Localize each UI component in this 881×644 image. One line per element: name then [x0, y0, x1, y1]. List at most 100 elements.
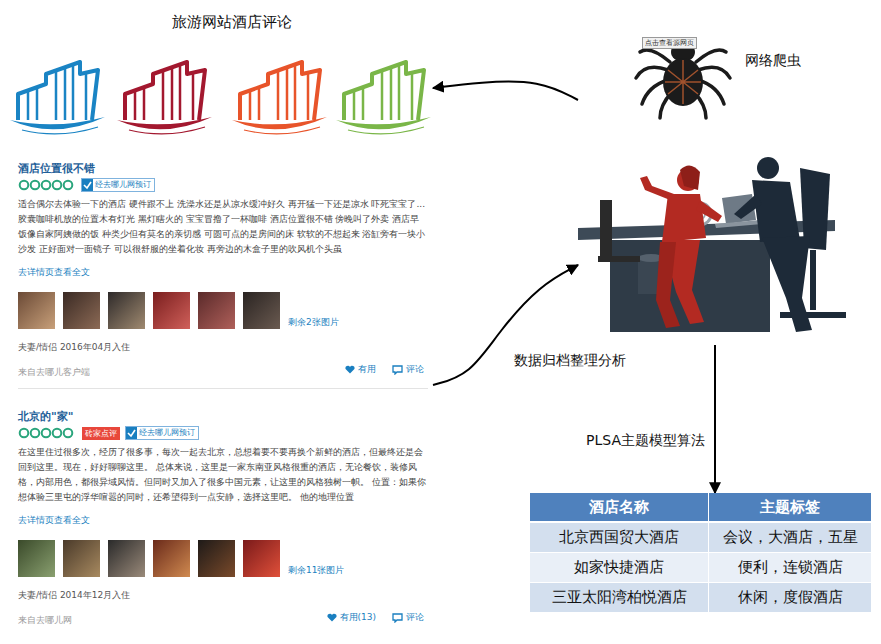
useful-button: 有用(13): [340, 611, 376, 624]
photo-thumbnail: [243, 540, 280, 577]
comment-icon: [392, 613, 403, 623]
star: [20, 181, 29, 190]
review-card: 北京的"家" 砖家点评 经去哪儿网预订在这里住过很多次，经历了很多事，每次一起去北京…: [18, 405, 428, 624]
check-icon: [126, 427, 137, 439]
photo-thumbnail: [153, 292, 190, 329]
review-card: 酒店位置很不错经去哪儿网预订适合偶尔去体验一下的酒店 硬件跟不上 洗澡水还是从凉…: [18, 157, 428, 389]
table-cell: 便利，连锁酒店: [709, 553, 871, 582]
remaining-photos-link: 剩余2张图片: [288, 316, 339, 329]
flow-arrow: [433, 82, 578, 100]
illustration-part: [636, 50, 730, 118]
illustration-part: [810, 250, 816, 310]
rating-stars: [18, 427, 76, 439]
photo-thumbnail: [108, 292, 145, 329]
star: [20, 429, 29, 438]
star: [42, 429, 51, 438]
star: [42, 181, 51, 190]
photo-thumbnail: [18, 540, 55, 577]
illustration-part: [336, 62, 431, 134]
panel-title: 旅游网站酒店评论: [172, 13, 292, 32]
table-cell: 北京西国贸大酒店: [530, 523, 708, 552]
stay-info: 夫妻/情侣 2016年04月入住: [18, 342, 130, 352]
illustration-part: [640, 176, 674, 200]
hotel-logo: [336, 62, 431, 134]
check-icon: [82, 179, 93, 191]
photo-thumbnail: [63, 540, 100, 577]
table-cell: 会议，大酒店，五星: [709, 523, 871, 552]
remaining-photos-link: 剩余11张图片: [288, 564, 344, 577]
edge-label: PLSA主题模型算法: [584, 432, 707, 450]
review-heading: 酒店位置很不错: [18, 162, 95, 175]
booking-tag: 经去哪儿网预订: [95, 179, 151, 191]
rating-stars: [18, 179, 76, 191]
table-header-cell: 酒店名称: [530, 493, 708, 521]
photo-thumbnail: [63, 292, 100, 329]
illustration-part: [752, 180, 800, 242]
star: [31, 181, 40, 190]
illustration-part: [665, 60, 701, 104]
illustration-part: [696, 200, 722, 222]
useful-button: 有用: [358, 363, 376, 376]
review-body: 在这里住过很多次，经历了很多事，每次一起去北京，总想着要不要再换个新鲜的酒店，但…: [18, 445, 428, 505]
illustration-part: [680, 165, 700, 190]
tag-box: 经去哪儿网预订: [81, 178, 155, 192]
illustration-part: [10, 62, 105, 134]
illustration-part: [656, 242, 680, 328]
review-heading: 北京的"家": [18, 410, 73, 423]
illustration-part: [117, 62, 212, 134]
star: [53, 429, 62, 438]
illustration-part: [715, 220, 762, 228]
spider-icon: [636, 42, 730, 118]
review-site-panel: 旅游网站酒店评论酒店位置很不错经去哪儿网预订适合偶尔去体验一下的酒店 硬件跟不上…: [5, 8, 433, 628]
star: [31, 429, 40, 438]
table-header-cell: 主题标签: [709, 493, 871, 521]
table-grid: 酒店名称主题标签北京西国贸大酒店会议，大酒店，五星如家快捷酒店便利，连锁酒店三亚…: [530, 493, 871, 612]
illustration-part: [598, 256, 640, 262]
photo-thumbnail: [243, 292, 280, 329]
illustration-part: [600, 200, 612, 260]
photo-thumbnail: [108, 540, 145, 577]
photo-thumbnail: [18, 292, 55, 329]
table-cell: 休闲，度假酒店: [709, 583, 871, 612]
tag-box: 经去哪儿网预订: [125, 426, 199, 440]
comment-button: 评论: [406, 363, 424, 376]
illustration-part: [610, 240, 770, 332]
stay-info: 夫妻/情侣 2014年12月入住: [18, 590, 130, 600]
comment-icon: [392, 365, 403, 375]
hotel-logo: [232, 62, 327, 134]
photo-thumbnail: [198, 292, 235, 329]
heart-icon: [345, 365, 355, 374]
arrowhead-def: [433, 82, 715, 493]
star: [64, 429, 73, 438]
watermark-tag: 点击查看源网页: [642, 37, 697, 49]
booking-tag: 经去哪儿网预订: [139, 427, 195, 439]
illustration-part: [662, 194, 706, 242]
illustration-part: [734, 194, 762, 219]
topic-table: 酒店名称主题标签北京西国贸大酒店会议，大酒店，五星如家快捷酒店便利，连锁酒店三亚…: [530, 493, 871, 612]
photo-thumbnail: [153, 540, 190, 577]
analysts-illustration: [578, 157, 846, 332]
illustration-part: [232, 62, 327, 134]
table-cell: 三亚太阳湾柏悦酒店: [530, 583, 708, 612]
star: [64, 181, 73, 190]
crawler-analysis-group: 网络爬虫: [578, 22, 840, 345]
star: [53, 181, 62, 190]
photo-thumbnail: [198, 540, 235, 577]
comment-button: 评论: [406, 611, 424, 624]
illustration-part: [762, 236, 812, 332]
read-more-link: 去详情页查看全文: [18, 267, 90, 277]
heart-icon: [327, 613, 337, 622]
read-more-link: 去详情页查看全文: [18, 515, 90, 525]
edge-label: 数据归档整理分析: [512, 352, 628, 370]
illustration-part: [780, 312, 846, 318]
review-body: 适合偶尔去体验一下的酒店 硬件跟不上 洗澡水还是从凉水缓冲好久 再开猛一下还是凉…: [18, 197, 428, 257]
illustration-part: [663, 58, 703, 106]
flow-arrow: [714, 345, 716, 493]
expert-badge: 砖家点评: [82, 427, 120, 440]
hotel-logo: [117, 62, 212, 134]
illustration-part: [757, 157, 779, 179]
review-source: 来自去哪儿网: [18, 615, 72, 625]
hotel-logo: [10, 62, 105, 134]
review-source: 来自去哪儿客户端: [18, 367, 90, 377]
table-cell: 如家快捷酒店: [530, 553, 708, 582]
